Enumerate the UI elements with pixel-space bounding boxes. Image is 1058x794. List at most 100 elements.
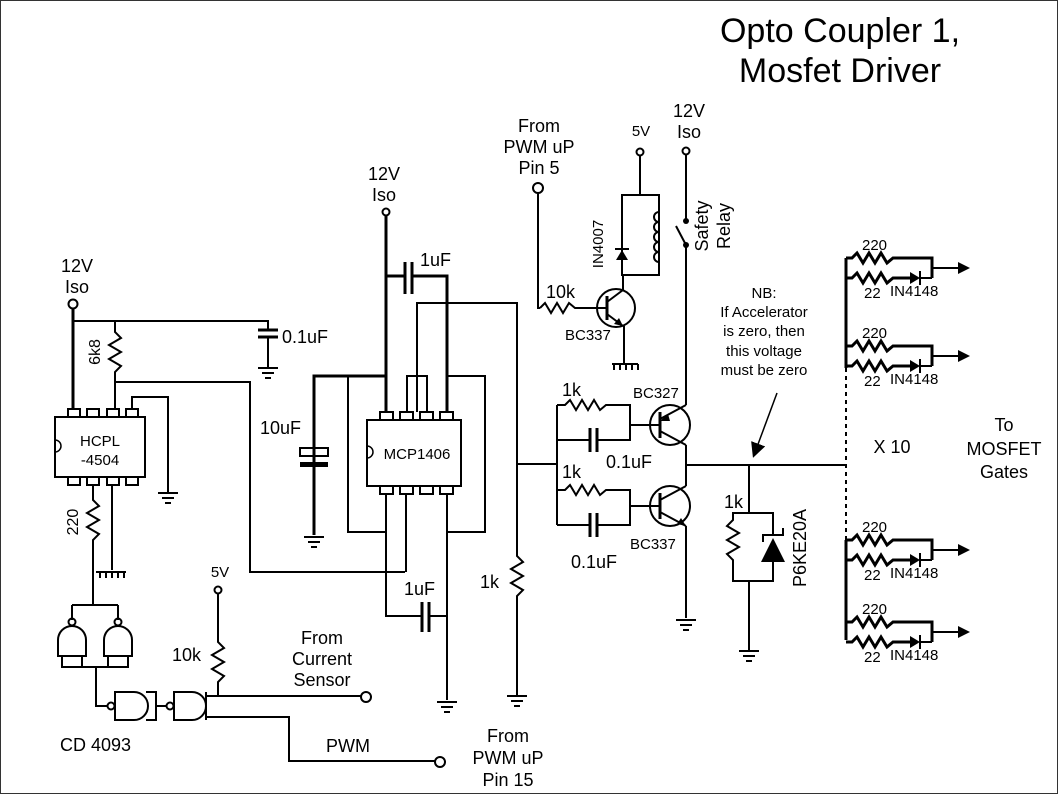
svg-text:NB:: NB: — [751, 285, 776, 302]
label-in4007: IN4007 — [590, 220, 607, 268]
note-accelerator: NB: If Accelerator is zero, then this vo… — [720, 285, 808, 379]
label-in4148: IN4148 — [890, 283, 938, 300]
label-220-gate: 220 — [862, 325, 887, 342]
supply-12v-iso-2: 12V Iso — [368, 164, 400, 217]
title-line-2: Mosfet Driver — [739, 52, 941, 90]
label-pwm5-line2: PWM uP — [503, 137, 574, 157]
terminal-pwm-pin5 — [532, 182, 544, 194]
supply-12v-iso-3: 12V Iso — [673, 101, 705, 156]
resistor-22-gate — [846, 552, 910, 568]
label-1k-bottom: 1k — [562, 462, 582, 482]
optocoupler-hcpl-4504: HCPL -4504 — [54, 408, 146, 486]
gate-branch: 220 22 IN4148 — [846, 237, 970, 302]
label-bc337-relay: BC337 — [565, 327, 611, 344]
capacitor-1uf-top — [386, 262, 449, 412]
label-p6ke20a: P6KE20A — [790, 509, 810, 587]
label-1k-driver: 1k — [480, 572, 500, 592]
svg-text:Iso: Iso — [65, 277, 89, 297]
output-arrow-icon — [958, 262, 970, 274]
diode-in4148 — [910, 554, 920, 566]
label-220-gate: 220 — [862, 601, 887, 618]
resistor-6k8 — [107, 321, 123, 410]
diode-in4148 — [910, 360, 920, 372]
resistor-220-opto — [85, 485, 101, 605]
gate-branch: 220 22 IN4148 — [846, 601, 970, 666]
svg-text:is zero, then: is zero, then — [723, 323, 805, 340]
label-0-1uf-opto: 0.1uF — [282, 327, 328, 347]
label-pwm15-line1: From — [487, 726, 529, 746]
terminal-pwm-pin15 — [434, 756, 446, 768]
label-pwm: PWM — [326, 736, 370, 756]
label-in4148: IN4148 — [890, 371, 938, 388]
label-10k-relay: 10k — [546, 282, 576, 302]
terminal-5v-logic — [213, 585, 223, 595]
svg-text:-4504: -4504 — [81, 452, 119, 469]
resistor-10k-logic — [210, 594, 226, 695]
label-cd4093: CD 4093 — [60, 735, 131, 755]
diode-in4007 — [615, 248, 629, 260]
svg-text:this voltage: this voltage — [726, 343, 802, 360]
label-1k-top: 1k — [562, 380, 582, 400]
label-10k-logic: 10k — [172, 645, 202, 665]
driver-ic-mcp1406: MCP1406 — [366, 411, 462, 495]
svg-text:Iso: Iso — [372, 185, 396, 205]
label-22-gate: 22 — [864, 567, 881, 584]
label-gates: Gates — [980, 462, 1028, 482]
label-bc327: BC327 — [633, 385, 679, 402]
svg-text:must be zero: must be zero — [721, 362, 808, 379]
label-1uf-top: 1uF — [420, 250, 451, 270]
title-line-1: Opto Coupler 1, — [720, 12, 960, 50]
label-in4148: IN4148 — [890, 565, 938, 582]
label-in4148: IN4148 — [890, 647, 938, 664]
resistor-1k-driver — [509, 464, 525, 695]
label-pwm15-line3: Pin 15 — [482, 770, 533, 790]
label-22-gate: 22 — [864, 649, 881, 666]
diode-in4148 — [910, 272, 920, 284]
label-0-1uf-top: 0.1uF — [606, 452, 652, 472]
relay-coil — [653, 211, 660, 263]
label-22-gate: 22 — [864, 285, 881, 302]
label-5v-relay: 5V — [632, 123, 650, 140]
tvs-diode-p6ke20a — [749, 512, 785, 582]
label-pwm5-line3: Pin 5 — [518, 158, 559, 178]
resistor-10k-relay — [539, 301, 596, 315]
label-220-gate: 220 — [862, 237, 887, 254]
label-0-1uf-bottom: 0.1uF — [571, 552, 617, 572]
label-1k-tvs: 1k — [724, 492, 744, 512]
label-bc337-bottom: BC337 — [630, 536, 676, 553]
supply-12v-iso-1: 12V Iso — [61, 256, 93, 310]
resistor-220-gate — [846, 250, 934, 278]
label-x10: X 10 — [873, 437, 910, 457]
svg-text:HCPL: HCPL — [80, 433, 120, 450]
label-to: To — [994, 415, 1013, 435]
svg-text:Iso: Iso — [677, 122, 701, 142]
resistor-220-gate — [846, 614, 934, 642]
label-current-line2: Current — [292, 649, 352, 669]
resistor-22-gate — [846, 270, 910, 286]
label-pwm15-line2: PWM uP — [472, 748, 543, 768]
label-22-gate: 22 — [864, 373, 881, 390]
svg-text:12V: 12V — [61, 256, 93, 276]
label-current-line1: From — [301, 628, 343, 648]
cd4093-gates — [57, 604, 207, 721]
note-arrow — [751, 392, 778, 458]
resistor-1k-top — [557, 398, 650, 426]
diode-in4148 — [910, 636, 920, 648]
svg-text:MCP1406: MCP1406 — [384, 446, 451, 463]
label-safety: Safety — [692, 200, 712, 251]
capacitor-1uf-bottom — [405, 602, 447, 632]
output-arrow-icon — [958, 626, 970, 638]
resistor-1k-bottom — [557, 483, 650, 507]
resistor-22-gate — [846, 358, 910, 374]
capacitor-0-1uf-bottom — [557, 506, 631, 537]
label-pwm5-line1: From — [518, 116, 560, 136]
svg-text:12V: 12V — [368, 164, 400, 184]
label-5v-logic: 5V — [211, 564, 229, 581]
label-6k8: 6k8 — [87, 339, 104, 365]
capacitor-10uf — [299, 447, 329, 548]
gate-branch: 220 22 IN4148 — [846, 325, 970, 390]
resistor-220-gate — [846, 338, 934, 366]
svg-text:12V: 12V — [673, 101, 705, 121]
